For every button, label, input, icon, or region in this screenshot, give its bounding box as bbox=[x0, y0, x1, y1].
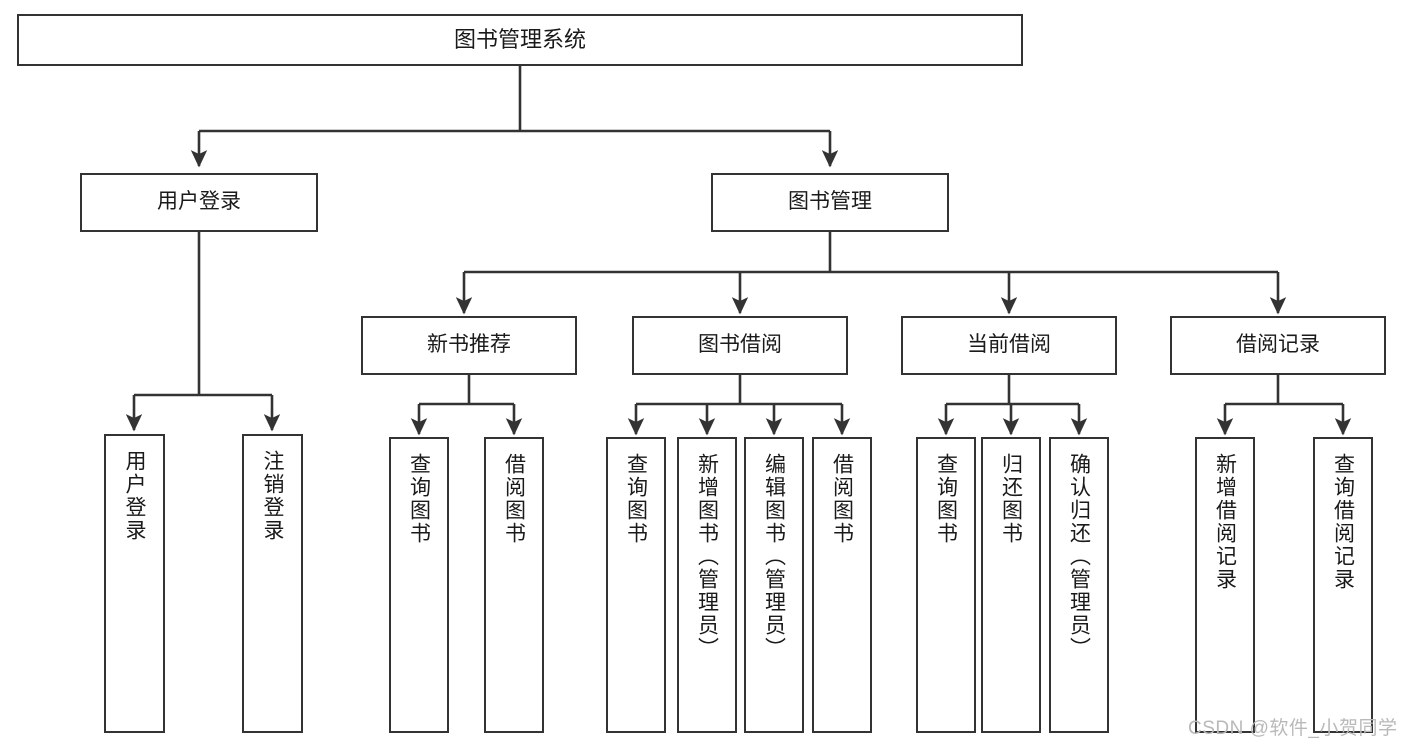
node-label: 编辑图书（管理员） bbox=[762, 453, 786, 660]
node-label: 新增借阅记录 bbox=[1213, 453, 1237, 591]
watermark-text: CSDN @软件_小贺同学 bbox=[1188, 718, 1398, 739]
node-user-login[interactable]: 用户登录 bbox=[80, 173, 318, 232]
node-label: 借阅图书 bbox=[830, 453, 854, 545]
node-book-borrow[interactable]: 图书借阅 bbox=[632, 316, 848, 375]
node-label: 借阅记录 bbox=[1236, 333, 1320, 357]
leaf-current-query-books[interactable]: 查询图书 bbox=[916, 437, 976, 733]
leaf-records-query-record[interactable]: 查询借阅记录 bbox=[1313, 437, 1373, 733]
node-book-management[interactable]: 图书管理 bbox=[711, 173, 949, 232]
leaf-borrow-borrow-books[interactable]: 借阅图书 bbox=[812, 437, 872, 733]
leaf-current-return-books[interactable]: 归还图书 bbox=[981, 437, 1041, 733]
node-label: 归还图书 bbox=[999, 453, 1023, 545]
node-label: 查询图书 bbox=[624, 453, 648, 545]
leaf-current-confirm-return-admin[interactable]: 确认归还（管理员） bbox=[1049, 437, 1109, 733]
node-label: 当前借阅 bbox=[967, 333, 1051, 357]
node-current-borrow[interactable]: 当前借阅 bbox=[901, 316, 1117, 375]
node-borrow-records[interactable]: 借阅记录 bbox=[1170, 316, 1386, 375]
leaf-user-login-login[interactable]: 用户登录 bbox=[104, 434, 165, 733]
node-label: 新增图书（管理员） bbox=[695, 453, 719, 660]
node-label: 确认归还（管理员） bbox=[1067, 453, 1091, 660]
node-label: 查询借阅记录 bbox=[1331, 453, 1355, 591]
leaf-records-add-record[interactable]: 新增借阅记录 bbox=[1195, 437, 1255, 733]
node-root-system[interactable]: 图书管理系统 bbox=[17, 14, 1023, 66]
node-label: 查询图书 bbox=[407, 453, 431, 545]
leaf-borrow-edit-book-admin[interactable]: 编辑图书（管理员） bbox=[744, 437, 804, 733]
node-label: 新书推荐 bbox=[427, 333, 511, 357]
node-label: 图书管理 bbox=[788, 190, 872, 214]
node-label: 注销登录 bbox=[261, 450, 284, 542]
node-label: 借阅图书 bbox=[502, 453, 526, 545]
node-label: 查询图书 bbox=[934, 453, 958, 545]
leaf-borrow-query-books[interactable]: 查询图书 bbox=[606, 437, 666, 733]
leaf-new-book-borrow-books[interactable]: 借阅图书 bbox=[484, 437, 544, 733]
node-label: 用户登录 bbox=[157, 190, 241, 214]
node-new-book-recommend[interactable]: 新书推荐 bbox=[361, 316, 577, 375]
node-label: 用户登录 bbox=[123, 450, 146, 542]
leaf-user-login-logout[interactable]: 注销登录 bbox=[242, 434, 303, 733]
node-label: 图书借阅 bbox=[698, 333, 782, 357]
node-label: 图书管理系统 bbox=[453, 27, 586, 53]
leaf-borrow-add-book-admin[interactable]: 新增图书（管理员） bbox=[677, 437, 737, 733]
leaf-new-book-query-books[interactable]: 查询图书 bbox=[389, 437, 449, 733]
